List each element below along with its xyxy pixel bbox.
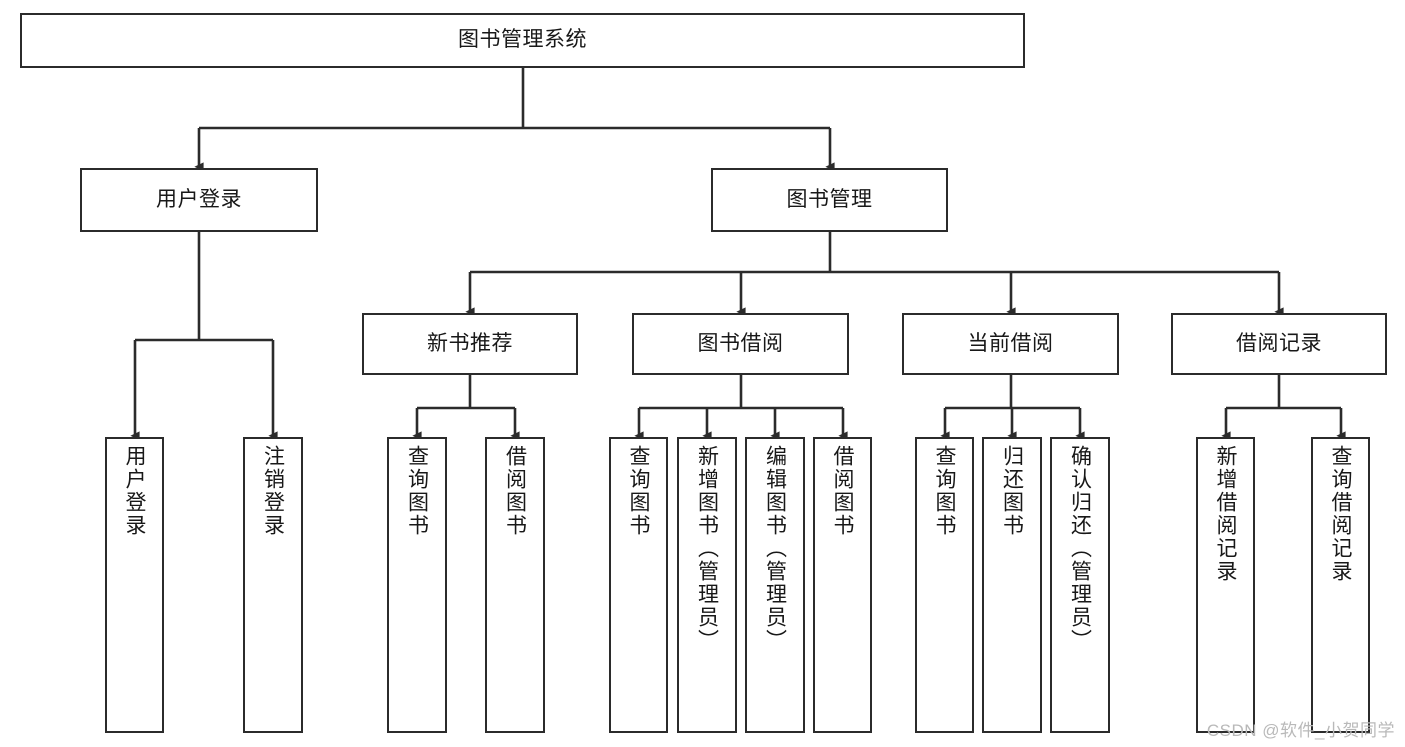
node-leaf-c-query[interactable]: 查询图书	[915, 437, 974, 733]
node-leaf-b-edit[interactable]: 编辑图书（管理员）	[745, 437, 805, 733]
node-current[interactable]: 当前借阅	[902, 313, 1119, 375]
node-records[interactable]: 借阅记录	[1171, 313, 1387, 375]
node-label: 图书借阅	[697, 331, 784, 355]
node-label: 用户登录	[156, 187, 242, 211]
node-label: 查询图书	[933, 445, 957, 537]
node-leaf-b-add[interactable]: 新增图书（管理员）	[677, 437, 737, 733]
node-leaf-nb-query[interactable]: 查询图书	[387, 437, 447, 733]
node-leaf-logout[interactable]: 注销登录	[243, 437, 303, 733]
node-label: 当前借阅	[967, 331, 1054, 355]
node-newbooks[interactable]: 新书推荐	[362, 313, 578, 375]
node-root[interactable]: 图书管理系统	[20, 13, 1025, 68]
node-label: 图书管理	[786, 187, 873, 211]
node-label: 确认归还（管理员）	[1068, 445, 1092, 652]
csdn-watermark: CSDN @软件_小贺同学	[1206, 721, 1395, 740]
node-leaf-r-add[interactable]: 新增借阅记录	[1196, 437, 1255, 733]
node-label: 归还图书	[1000, 445, 1024, 537]
node-leaf-login[interactable]: 用户登录	[105, 437, 164, 733]
node-bookmgmt[interactable]: 图书管理	[711, 168, 948, 232]
node-label: 图书管理系统	[458, 28, 587, 52]
node-label: 借阅图书	[831, 445, 855, 537]
node-leaf-c-return[interactable]: 归还图书	[982, 437, 1042, 733]
node-label: 注销登录	[261, 445, 285, 537]
node-label: 借阅记录	[1236, 331, 1322, 355]
node-label: 用户登录	[123, 445, 147, 537]
node-leaf-c-confirm[interactable]: 确认归还（管理员）	[1050, 437, 1110, 733]
node-label: 编辑图书（管理员）	[763, 445, 787, 652]
node-leaf-b-query[interactable]: 查询图书	[609, 437, 668, 733]
node-label: 新增图书（管理员）	[695, 445, 719, 652]
node-label: 借阅图书	[503, 445, 527, 537]
node-label: 查询图书	[627, 445, 651, 537]
node-leaf-r-query[interactable]: 查询借阅记录	[1311, 437, 1370, 733]
node-label: 查询借阅记录	[1329, 445, 1353, 583]
node-label: 新增借阅记录	[1214, 445, 1238, 583]
node-label: 新书推荐	[427, 331, 513, 355]
node-label: 查询图书	[405, 445, 429, 537]
node-borrow[interactable]: 图书借阅	[632, 313, 849, 375]
node-leaf-b-borrow[interactable]: 借阅图书	[813, 437, 872, 733]
node-login[interactable]: 用户登录	[80, 168, 318, 232]
node-leaf-nb-borrow[interactable]: 借阅图书	[485, 437, 545, 733]
